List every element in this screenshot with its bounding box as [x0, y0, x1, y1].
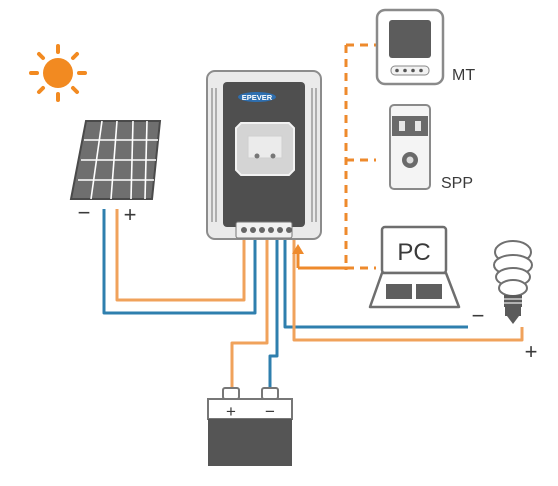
- battery-icon: [207, 387, 293, 466]
- battery-plus-label: +: [226, 402, 236, 421]
- panel-minus-label: −: [78, 200, 91, 225]
- pc-label: PC: [397, 239, 430, 266]
- battery-minus-label: −: [265, 402, 275, 421]
- load-negative-wire: [283, 237, 468, 329]
- load-plus-label: +: [525, 339, 538, 364]
- load-positive-wire: [292, 237, 524, 342]
- pc-laptop-icon: [368, 225, 461, 309]
- controller-brand: EPEVER: [242, 93, 273, 102]
- light-bulb-icon: [493, 240, 533, 324]
- spp-label: SPP: [441, 175, 473, 192]
- communication-links: [292, 43, 376, 270]
- wiring: [102, 209, 524, 390]
- battery-positive-wire: [230, 237, 269, 390]
- panel-plus-label: +: [124, 202, 137, 227]
- panel-negative-wire: [102, 209, 257, 315]
- solar-panel-icon: [69, 120, 162, 200]
- mt-label: MT: [452, 67, 475, 84]
- charge-controller-icon: EPEVER: [206, 70, 322, 240]
- mt-remote-meter-icon: [375, 8, 445, 86]
- spp-device-icon: [389, 104, 431, 190]
- panel-positive-wire: [115, 209, 246, 302]
- load-minus-label: −: [472, 303, 485, 328]
- battery-negative-wire: [268, 237, 279, 390]
- sun-icon: [29, 44, 87, 102]
